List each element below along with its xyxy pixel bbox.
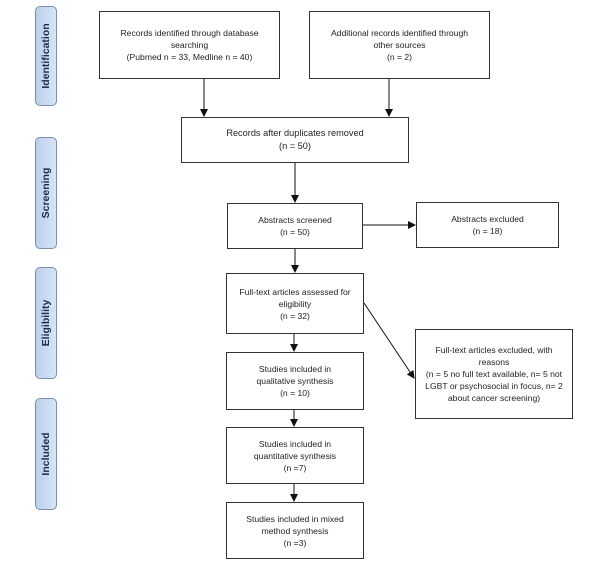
phase-screening: Screening — [35, 137, 57, 249]
box-abstracts-screened: Abstracts screened (n = 50) — [227, 203, 363, 249]
box-after-duplicates: Records after duplicates removed (n = 50… — [181, 117, 409, 163]
phase-eligibility: Eligibility — [35, 267, 57, 379]
box-abstracts-excluded: Abstracts excluded (n = 18) — [416, 202, 559, 248]
box-database-records: Records identified through database sear… — [99, 11, 280, 79]
phase-included: Included — [35, 398, 57, 510]
box-fulltext-excluded: Full-text articles excluded, with reason… — [415, 329, 573, 419]
box-other-records: Additional records identified through ot… — [309, 11, 490, 79]
box-qualitative-synthesis: Studies included in qualitative synthesi… — [226, 352, 364, 410]
box-quantitative-synthesis: Studies included in quantitative synthes… — [226, 427, 364, 484]
arrow-fulltext-to-excluded — [363, 302, 415, 379]
box-mixed-method-synthesis: Studies included in mixed method synthes… — [226, 502, 364, 559]
box-fulltext-assessed: Full-text articles assessed for eligibil… — [226, 273, 364, 334]
phase-identification: Identification — [35, 6, 57, 106]
